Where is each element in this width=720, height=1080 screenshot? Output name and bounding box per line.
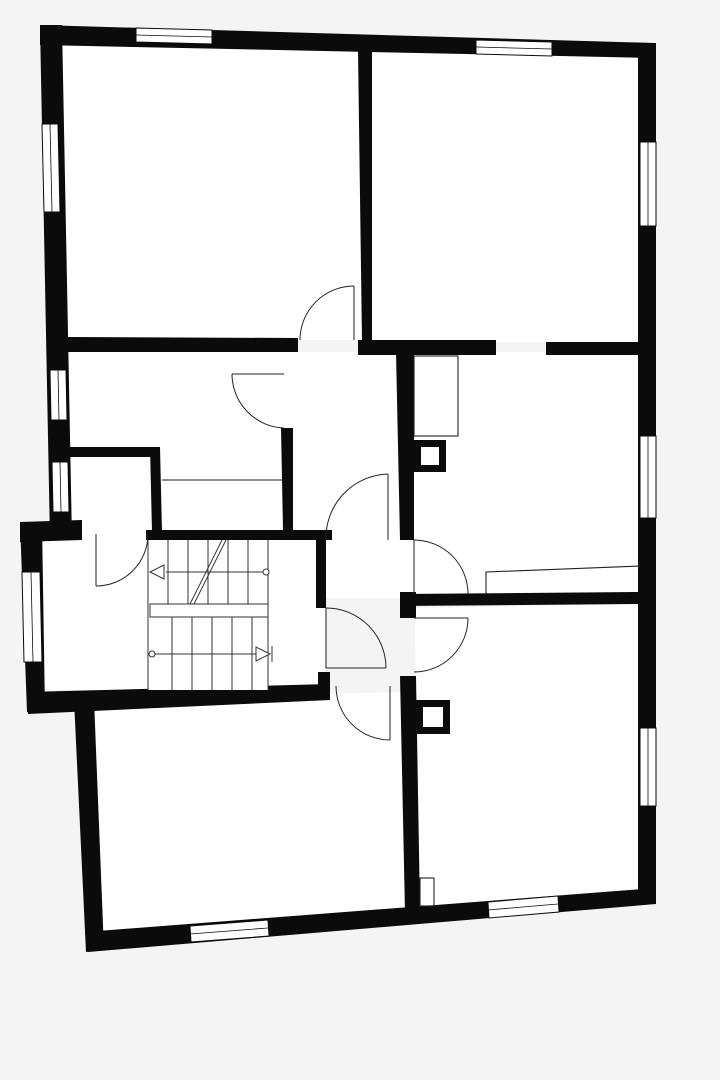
door-bottom-right-room (413, 617, 469, 673)
door-middle-left-room (231, 373, 285, 429)
wall-top-divider (358, 50, 372, 342)
wall-hall-left (281, 428, 293, 530)
wall-stair-right (316, 536, 326, 608)
interior-walls (66, 50, 640, 912)
wall-mid-horizontal-far-right (546, 342, 640, 355)
stair-landing (149, 603, 269, 618)
wall-stair-bottom-stub (318, 672, 330, 692)
arrow-left-icon (148, 564, 165, 580)
room-bedroom-bottom-right (415, 604, 642, 906)
door-top-left-room (299, 285, 355, 341)
wall-mid-right-lower (400, 592, 640, 618)
wall-small-room-side (150, 447, 162, 532)
built-in-cabinets (162, 355, 641, 907)
cabinet-bottom-right (419, 877, 435, 907)
room-bedroom-top-right (370, 52, 642, 342)
wall-stair-top (146, 530, 332, 540)
wall-stair-bump-top (20, 520, 82, 542)
cabinet-right-room (485, 565, 641, 594)
room-floors (40, 45, 642, 938)
windows (21, 27, 657, 943)
doors (95, 285, 469, 741)
cabinet-hall (413, 355, 459, 437)
chimneys (414, 440, 450, 734)
room-bedroom-bottom-left (95, 692, 410, 938)
door-bottom-left-room (335, 685, 391, 741)
wall-bottom-left (74, 700, 104, 952)
wall-mid-right-stub (400, 592, 416, 618)
wall-bottom-divider (400, 676, 420, 912)
wall-mid-horizontal-right (358, 340, 496, 355)
wall-stair-bump-bottom (27, 684, 330, 714)
door-right-room (413, 539, 469, 595)
door-small-room (95, 533, 149, 587)
door-stairwell (325, 607, 387, 669)
arrow-right-icon (255, 646, 272, 662)
wall-mid-horizontal-left (66, 337, 298, 352)
wall-hall-right (396, 352, 414, 540)
staircase (147, 539, 273, 690)
door-hall-upper (325, 473, 389, 541)
stair-path-lower (148, 646, 273, 662)
room-bedroom-top-left (60, 45, 362, 340)
stair-path-upper (148, 564, 270, 580)
wall-small-room-top (68, 447, 160, 457)
